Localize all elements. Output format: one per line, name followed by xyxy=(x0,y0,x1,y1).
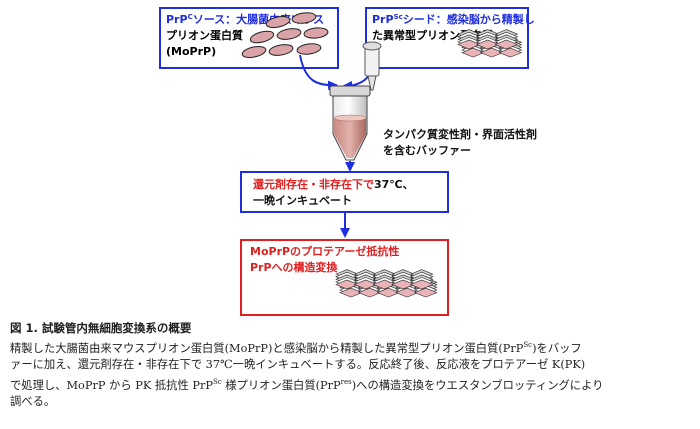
moprp-ellipse xyxy=(303,27,329,39)
aggregate-sheet xyxy=(494,39,519,50)
prpc-source-label-line3: (MoPrP) xyxy=(166,45,216,58)
buffer-label-line1: タンパク質変性剤・界面活性剤 xyxy=(383,127,537,141)
moprp-molecules xyxy=(241,12,329,58)
moprp-ellipse xyxy=(291,12,317,24)
test-tube-icon xyxy=(329,85,371,161)
aggregate-sheet xyxy=(410,279,434,290)
caption-line3: で処理し、MoPrP から PK 抵抗性 PrPSc 様プリオン蛋白質(PrPr… xyxy=(10,377,604,392)
buffer-label-line2: を含むバッファー xyxy=(383,143,471,157)
result-label-line1: MoPrPのプロテアーゼ抵抗性 xyxy=(250,244,399,258)
incubation-label-line1: 還元剤存在・非存在下で37℃、 xyxy=(253,177,414,191)
prpc-source-label-line2: プリオン蛋白質 xyxy=(166,28,243,42)
incubation-label-line2: 一晩インキュベート xyxy=(253,193,352,207)
result-box: MoPrPのプロテアーゼ抵抗性 PrPへの構造変換 xyxy=(240,239,449,316)
moprp-ellipse xyxy=(241,46,267,58)
result-label-line2: PrPへの構造変換 xyxy=(250,260,339,274)
moprp-ellipse xyxy=(249,30,275,44)
incubation-box: 還元剤存在・非存在下で37℃、 一晩インキュベート xyxy=(240,171,449,213)
prpc-source-label-line1: PrPCソース：大腸菌由来マウス xyxy=(166,12,324,26)
prpsc-aggregate-stack xyxy=(457,29,523,58)
aggregate-sheet xyxy=(498,47,523,58)
caption-line2: ァーに加え、還元剤存在・非存在下で 37℃一晩インキュベートする。反応終了後、反… xyxy=(10,357,586,371)
prpc-source-box: PrPCソース：大腸菌由来マウス プリオン蛋白質 (MoPrP) xyxy=(159,7,339,69)
aggregate-sheet xyxy=(414,287,438,298)
pipette-icon xyxy=(362,41,382,91)
caption-line1: 精製した大腸菌由来マウスプリオン蛋白質(MoPrP)と感染脳から精製した異常型プ… xyxy=(10,340,582,355)
arrow-source-to-tube xyxy=(299,54,338,91)
caption-title: 図 1. 試験管内無細胞変換系の概要 xyxy=(10,321,192,335)
prpsc-seed-box: PrPScシード：感染脳から精製し た異常型プリオン蛋白質 xyxy=(365,7,535,69)
prpsc-seed-label-line1: PrPScシード：感染脳から精製し xyxy=(372,12,535,26)
figure-caption: 図 1. 試験管内無細胞変換系の概要 精製した大腸菌由来マウスプリオン蛋白質(M… xyxy=(10,320,694,411)
conversion-diagram: PrPCソース：大腸菌由来マウス プリオン蛋白質 (MoPrP) PrPScシー… xyxy=(159,7,537,316)
caption-line4: 調べる。 xyxy=(10,394,56,408)
moprp-ellipse xyxy=(276,28,302,40)
moprp-ellipse xyxy=(268,44,294,56)
moprp-ellipse xyxy=(296,43,322,55)
converted-prpres-stack xyxy=(335,269,438,298)
moprp-ellipse xyxy=(265,16,291,28)
